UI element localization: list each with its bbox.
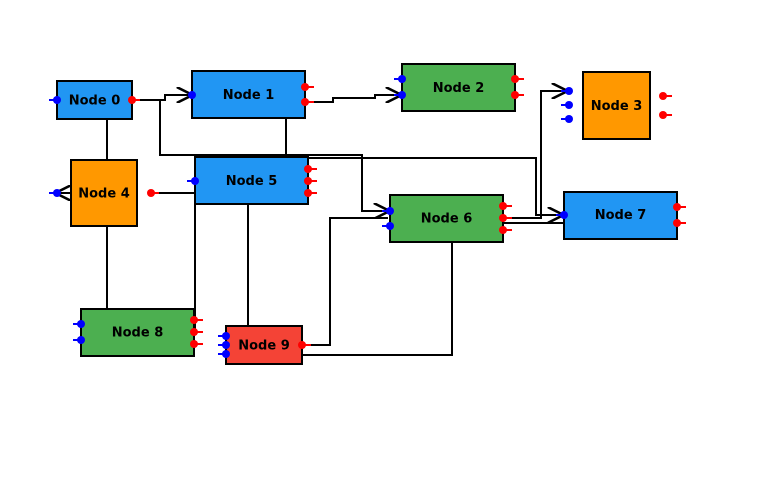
- node-6-box: [389, 194, 504, 243]
- node-7-output-pins: [673, 203, 686, 227]
- edge-n9-n6: [302, 217, 388, 346]
- node-9-output-pins: [298, 341, 311, 349]
- edge-n6-n9: [302, 242, 453, 356]
- node-8-label: Node 8: [112, 326, 164, 341]
- node-1-label: Node 1: [223, 88, 275, 103]
- node-9-input-pins: [218, 332, 230, 358]
- node-4-output-pins: [147, 189, 159, 197]
- node-5-output-pins: [304, 165, 317, 197]
- node-5-label: Node 5: [226, 174, 278, 189]
- node-1[interactable]: Node 1: [188, 70, 314, 119]
- edge-n6-n3: [503, 91, 566, 219]
- node-4-label: Node 4: [78, 187, 130, 202]
- node-2-label: Node 2: [433, 81, 485, 96]
- node-5-input-pins: [187, 177, 199, 185]
- node-3-output-pins: [659, 92, 672, 119]
- node-7-input-pins: [556, 211, 568, 219]
- node-3-box: [582, 71, 651, 140]
- edge-n1-n7: [285, 119, 562, 215]
- node-8-input-pins: [73, 320, 85, 344]
- node-0-label: Node 0: [69, 94, 121, 109]
- node-1-output-pins: [301, 83, 314, 106]
- node-2-output-pins: [511, 75, 524, 99]
- node-8[interactable]: Node 8: [73, 308, 203, 357]
- node-4[interactable]: Node 4: [49, 159, 159, 227]
- edge-n1-n2: [306, 95, 400, 103]
- node-7[interactable]: Node 7: [556, 191, 686, 240]
- node-4-box: [70, 159, 138, 227]
- node-2-input-pins: [394, 75, 406, 99]
- node-9-label: Node 9: [238, 339, 290, 354]
- node-1-input-pins: [188, 91, 196, 99]
- node-2-box: [401, 63, 516, 112]
- node-6-output-pins: [499, 202, 512, 234]
- node-8-output-pins: [190, 316, 203, 348]
- edge-n0-n6: [133, 99, 388, 211]
- node-3[interactable]: Node 3: [561, 71, 672, 140]
- node-3-input-pins: [561, 87, 573, 123]
- node-6-label: Node 6: [421, 212, 473, 227]
- node-3-label: Node 3: [591, 99, 643, 114]
- node-0[interactable]: Node 0: [49, 80, 140, 120]
- node-1-box: [191, 70, 306, 119]
- node-2[interactable]: Node 2: [394, 63, 524, 112]
- node-8-box: [80, 308, 195, 357]
- node-7-label: Node 7: [595, 208, 647, 223]
- node-0-input-pins: [49, 96, 61, 104]
- node-5[interactable]: Node 5: [187, 156, 317, 205]
- node-6[interactable]: Node 6: [382, 194, 512, 243]
- node-6-input-pins: [382, 207, 394, 230]
- nodes-layer: Node 0 Node 1: [49, 63, 686, 365]
- node-9[interactable]: Node 9: [218, 325, 311, 365]
- node-0-output-pins: [128, 96, 140, 104]
- node-4-input-pins: [49, 189, 61, 197]
